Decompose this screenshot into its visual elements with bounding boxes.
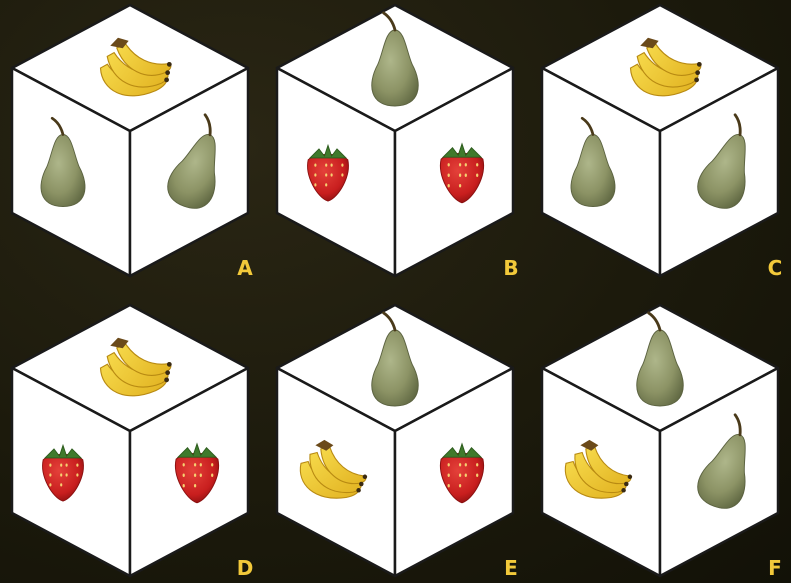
- cube-d[interactable]: [12, 305, 248, 576]
- cube-label-c[interactable]: C: [760, 258, 790, 278]
- cube-label-b[interactable]: B: [496, 258, 526, 278]
- cube-a[interactable]: [12, 5, 248, 276]
- cube-label-d[interactable]: D: [230, 558, 260, 578]
- cube-c[interactable]: [542, 5, 778, 276]
- cube-label-e[interactable]: E: [496, 558, 526, 578]
- cube-label-a[interactable]: A: [230, 258, 260, 278]
- cube-e[interactable]: [277, 305, 513, 576]
- cube-f[interactable]: [542, 305, 778, 576]
- cube-label-f[interactable]: F: [760, 558, 790, 578]
- cube-b[interactable]: [277, 5, 513, 276]
